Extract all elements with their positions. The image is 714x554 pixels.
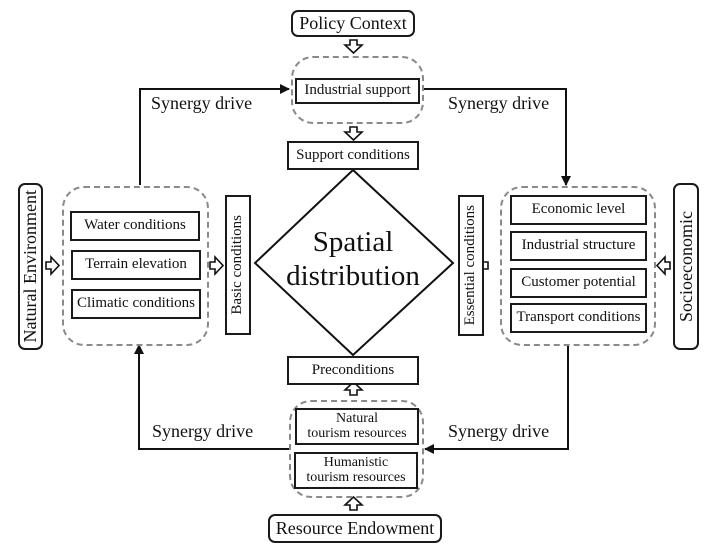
factor-terrain-elevation: Terrain elevation (71, 250, 201, 280)
factor-humanistic-tourism-resources: Humanistic tourism resources (294, 452, 418, 489)
factor-water-conditions: Water conditions (70, 211, 200, 241)
group-right (500, 186, 656, 346)
center-label-line1: Spatial (312, 226, 394, 258)
hollow-arrow-right-natural-env (45, 254, 61, 277)
center-diamond (253, 168, 455, 357)
hollow-arrow-left-socioeconomic (655, 254, 671, 277)
hollow-arrow-up-resource (342, 495, 365, 511)
source-policy-context-label: Policy Context (299, 13, 407, 33)
factor-natural-tourism-resources: Natural tourism resources (295, 408, 419, 445)
hollow-arrow-up-preconditions (342, 380, 365, 396)
source-natural-environment: Natural Environment (18, 183, 43, 350)
synergy-arrow-top-left (139, 84, 290, 185)
source-policy-context: Policy Context (291, 10, 415, 37)
factor-customer-potential: Customer potential (510, 268, 647, 298)
factor-industrial-structure: Industrial structure (510, 231, 647, 261)
hollow-arrow-down-policy (342, 39, 365, 55)
factor-transport-conditions: Transport conditions (510, 303, 647, 333)
condition-preconditions: Preconditions (287, 356, 419, 385)
hollow-arrow-right-basic (209, 254, 225, 277)
group-top (291, 56, 424, 124)
center-label: Spatial distribution (270, 225, 436, 293)
edge-label-bottom-left: Synergy drive (152, 421, 254, 441)
condition-support: Support conditions (287, 141, 419, 170)
hollow-arrow-down-support (342, 126, 365, 142)
condition-basic: Basic conditions (225, 195, 251, 335)
edge-label-top-left: Synergy drive (151, 93, 253, 113)
factor-industrial-support: Industrial support (295, 78, 420, 104)
edge-label-top-right: Synergy drive (448, 93, 550, 113)
factor-economic-level: Economic level (510, 195, 647, 225)
group-bottom (289, 400, 424, 498)
synergy-arrow-bottom-left (134, 344, 290, 450)
center-label-line2: distribution (286, 260, 420, 292)
synergy-arrow-top-right (424, 88, 571, 186)
source-socioeconomic: Socioeconomic (673, 183, 699, 350)
factor-climatic-conditions: Climatic conditions (71, 289, 201, 319)
source-resource-endowment: Resource Endowment (268, 514, 442, 543)
group-left (62, 186, 209, 346)
condition-essential: Essential conditions (458, 195, 484, 336)
edge-label-bottom-right: Synergy drive (448, 421, 550, 441)
synergy-arrow-bottom-right (424, 346, 569, 454)
